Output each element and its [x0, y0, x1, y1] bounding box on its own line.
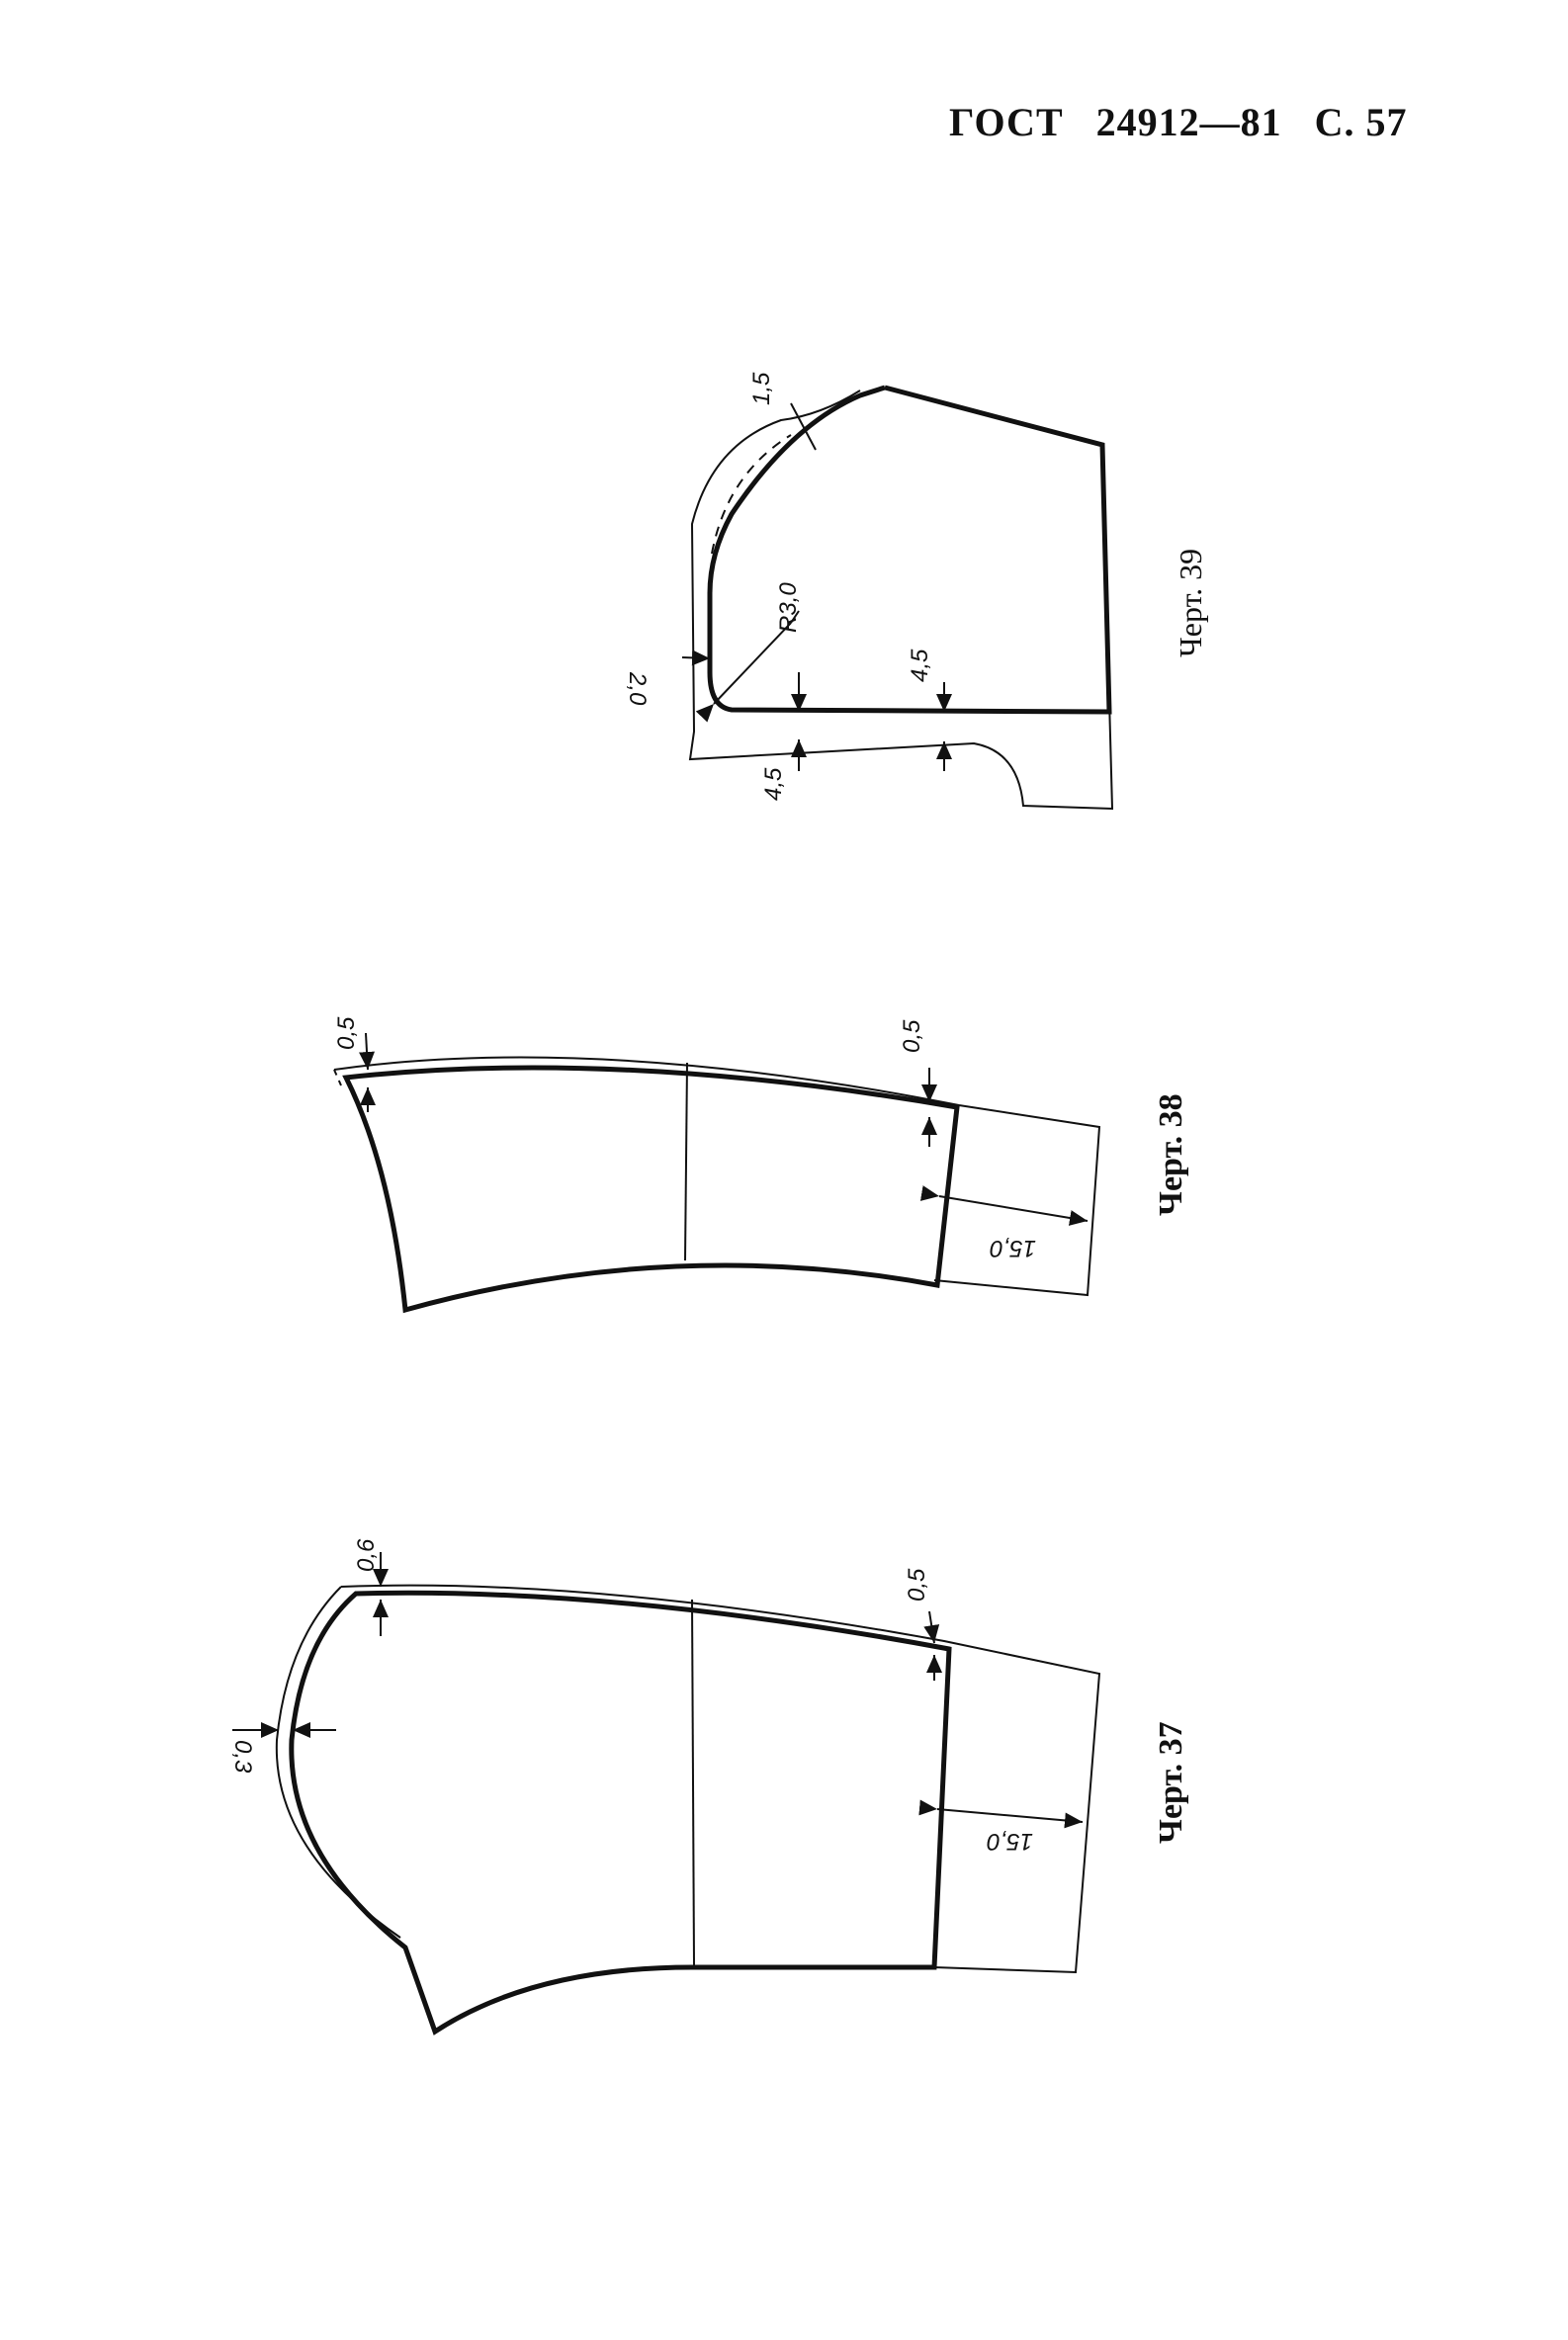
drawing-cher38: 0,5 0,5 15,0 Черт. 38: [333, 1016, 1189, 1314]
cher37-dim-top-left: 0,6: [353, 1538, 380, 1572]
cher38-center-line: [684, 1062, 688, 1261]
cher37-outer-contour: [275, 1586, 401, 1939]
drawing-cher39: 1,5 R3,0 2,0 4,5 4,5 Черт. 39: [624, 372, 1208, 811]
cher39-dim-4-5b: 4,5: [760, 767, 787, 801]
cher37-dim-left: 0,3: [229, 1740, 256, 1774]
cher38-main-contour: [342, 1065, 960, 1314]
header-number: 24912—81: [1095, 100, 1282, 144]
cher39-dim-4-5a: 4,5: [907, 649, 933, 682]
cher38-dim-width: 15,0: [990, 1235, 1036, 1261]
cher39-dim-2-0: 2,0: [624, 671, 651, 706]
header-standard: ГОСТ: [949, 100, 1064, 144]
cher37-dim-top-right: 0,5: [904, 1568, 930, 1602]
cher37-main-contour: [289, 1590, 952, 2036]
drawing-cher37: 0,6 0,5 0,3 15,0 Черт. 37: [229, 1538, 1189, 2036]
cher39-dashed-arc: [711, 434, 792, 555]
cher39-dim-r3: R3,0: [775, 582, 802, 633]
cher38-dim-top-right: 0,5: [899, 1019, 925, 1053]
cher39-caption: Черт. 39: [1173, 549, 1208, 657]
cher39-outer-contour: [688, 387, 1114, 811]
cher37-caption: Черт. 37: [1153, 1721, 1189, 1844]
cher37-dim-width: 15,0: [987, 1828, 1033, 1855]
cher39-main-contour: [707, 385, 1112, 715]
page-header: ГОСТ 24912—81 С. 57: [949, 99, 1430, 145]
cher38-outer-contour: [333, 1056, 1101, 1297]
header-page: С. 57: [1314, 100, 1408, 144]
cher38-dim-top-left: 0,5: [333, 1016, 360, 1050]
cher38-caption: Черт. 38: [1153, 1093, 1189, 1216]
cher39-dim-1-5: 1,5: [748, 372, 775, 405]
cher37-center-line: [691, 1599, 695, 1966]
